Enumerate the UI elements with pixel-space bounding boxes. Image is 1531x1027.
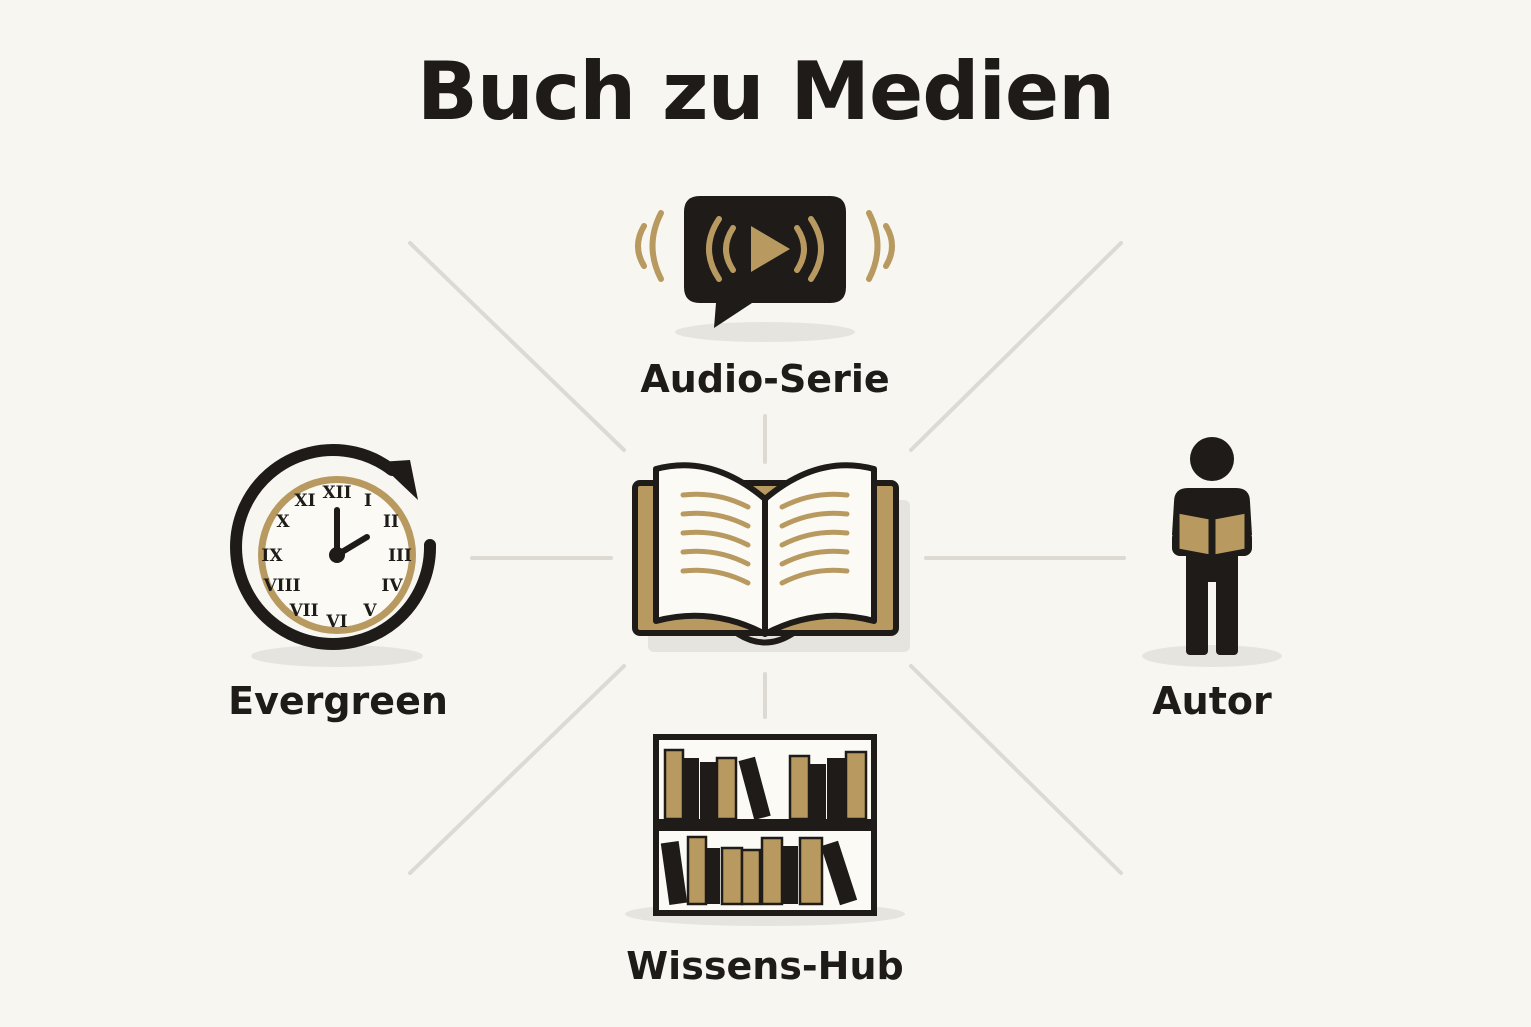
node-label-evergreen: Evergreen [228,679,448,723]
connector-bottom-right [909,664,1123,875]
bookshelf-icon [653,734,877,916]
svg-text:II: II [383,512,399,532]
svg-text:X: X [276,512,290,532]
connector-bottom-left [408,664,626,875]
shadow-audio [675,322,855,342]
svg-text:IX: IX [261,546,283,566]
node-label-audio-serie: Audio-Serie [640,357,890,401]
svg-text:XII: XII [322,483,351,503]
shadow-evergreen [251,645,423,667]
svg-text:VII: VII [288,601,318,621]
clock-refresh-icon: XII I II III IV V VI VII VIII IX X XI [230,444,437,651]
connector-top-left [408,241,626,452]
audio-play-speech-bubble-icon [635,196,895,328]
svg-text:VI: VI [325,612,347,632]
person-reading-icon [1172,437,1252,655]
svg-text:XI: XI [294,491,315,511]
node-label-wissens-hub: Wissens-Hub [626,944,904,988]
svg-text:VIII: VIII [262,576,300,596]
connector-top-right [909,241,1123,452]
svg-text:IV: IV [381,576,403,596]
page-title: Buch zu Medien [416,45,1115,138]
node-label-autor: Autor [1152,679,1272,723]
shadow-autor [1142,645,1282,667]
open-book-icon [632,462,899,646]
connector-lines [408,241,1126,875]
svg-text:III: III [388,546,412,566]
svg-text:V: V [362,601,377,621]
svg-text:I: I [364,491,372,511]
